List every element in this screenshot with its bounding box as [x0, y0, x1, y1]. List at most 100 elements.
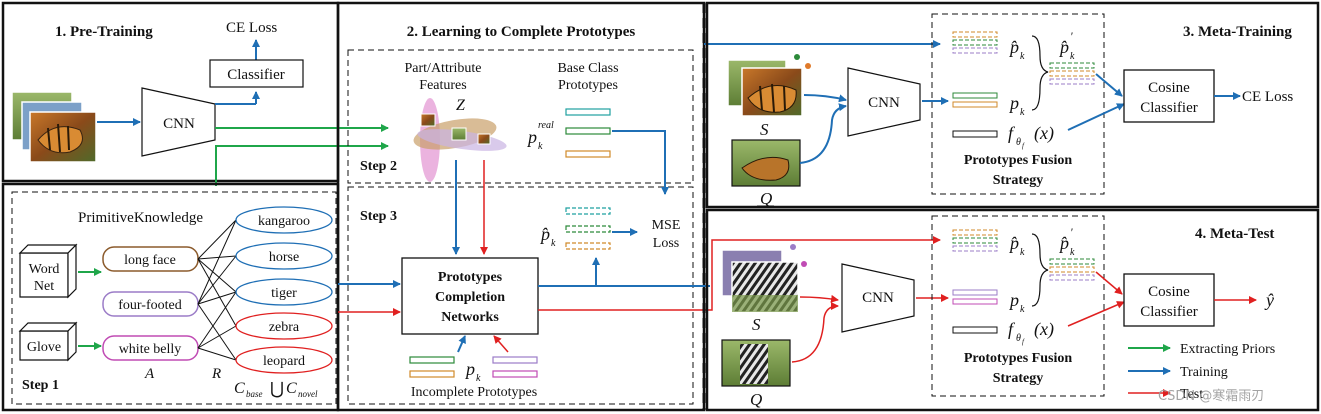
- mt-cosine-line2: Classifier: [1140, 100, 1198, 116]
- mtest-cosine-classifier: [1123, 273, 1215, 327]
- c-base: C: [234, 380, 245, 397]
- mt-phat-prime-mark: ': [1070, 29, 1073, 43]
- mtest-cosine-line1: Cosine: [1148, 284, 1190, 300]
- phat-label: p̂: [539, 224, 550, 244]
- symbol-R: R: [211, 366, 221, 382]
- watermark: CSDN @寒霜雨刃: [1158, 388, 1264, 404]
- part-attr-line2: Features: [419, 78, 466, 93]
- attribute-white-belly-label: white belly: [119, 342, 182, 357]
- class-horse-label: horse: [269, 250, 299, 265]
- mtest-cosine-line2: Classifier: [1140, 304, 1198, 320]
- primitive-knowledge-label: PrimitiveKnowledge: [78, 210, 203, 226]
- mt-ce-loss: CE Loss: [1242, 89, 1293, 105]
- pcn-line3: Networks: [441, 310, 499, 325]
- pcn-line2: Completion: [435, 290, 505, 305]
- mt-phat-sub: k: [1020, 51, 1025, 62]
- pretraining-classifier: [209, 59, 304, 88]
- pretraining-ce-loss: CE Loss: [226, 20, 277, 36]
- pretraining-classifier-label: Classifier: [227, 67, 285, 83]
- mt-cosine-line1: Cosine: [1148, 80, 1190, 96]
- relation-lines: [197, 219, 237, 361]
- mt-cosine-classifier: [1123, 69, 1215, 123]
- pk-incomplete: p: [464, 359, 475, 379]
- mt-pk: p: [1008, 93, 1019, 113]
- glove-box: [18, 321, 78, 362]
- mtest-fusion-line2: Strategy: [993, 371, 1044, 386]
- mtest-Q: Q: [750, 390, 762, 409]
- legend-label-priors: Extracting Priors: [1180, 342, 1275, 357]
- part-attr-line1: Part/Attribute: [405, 61, 482, 76]
- tiger-image-icon-query: [731, 139, 801, 187]
- class-tiger-label: tiger: [271, 286, 297, 301]
- mtest-cnn-label: CNN: [862, 290, 894, 306]
- class-kangaroo: [235, 206, 333, 234]
- legend: Extracting Priors Training Test: [1128, 342, 1275, 402]
- glove-label: Glove: [27, 340, 61, 355]
- meta-test-panel: [705, 208, 1320, 412]
- mtest-phat: p̂: [1008, 233, 1019, 253]
- attribute-long-face-label: long face: [124, 253, 176, 268]
- mt-phat-prime-sub: k: [1070, 51, 1075, 62]
- wordnet-line2: Net: [34, 279, 54, 294]
- mtest-pk-sub: k: [1020, 304, 1025, 315]
- p-real-sup: real: [538, 120, 554, 131]
- wordnet-box: [18, 243, 78, 299]
- class-leopard-label: leopard: [263, 354, 305, 369]
- mt-f-subsub: f: [1022, 142, 1025, 150]
- mt-phat: p̂: [1008, 37, 1019, 57]
- step3-label: Step 3: [360, 209, 397, 224]
- class-leopard: [235, 346, 333, 374]
- c-novel: C: [286, 380, 297, 397]
- mt-S: S: [760, 120, 769, 139]
- mtest-cnn: [841, 263, 915, 333]
- pcn-line1: Prototypes: [438, 270, 503, 285]
- mtest-phat-prime-sub: k: [1070, 247, 1075, 258]
- pretraining-cnn: [141, 87, 216, 157]
- attribute-four-footed-label: four-footed: [118, 298, 181, 313]
- class-zebra-label: zebra: [269, 320, 300, 335]
- base-proto-line2: Prototypes: [558, 78, 618, 93]
- learning-title: 2. Learning to Complete Prototypes: [407, 24, 636, 40]
- class-zebra: [235, 312, 333, 340]
- mse-line1: MSE: [652, 218, 681, 233]
- z-ellipse-icon: [413, 98, 507, 182]
- meta-test-title: 4. Meta-Test: [1195, 226, 1274, 242]
- pretraining-title: 1. Pre-Training: [55, 24, 153, 40]
- mtest-pk: p: [1008, 290, 1019, 310]
- mt-fusion-line1: Prototypes Fusion: [964, 153, 1072, 168]
- mtest-phat-prime: p̂: [1058, 233, 1069, 253]
- c-novel-sub: novel: [298, 389, 318, 399]
- c-base-sub: base: [246, 389, 263, 399]
- mt-pk-sub: k: [1020, 107, 1025, 118]
- mtest-f-sub: θ: [1016, 333, 1021, 344]
- mtest-phat-sub: k: [1020, 247, 1025, 258]
- tiger-image-icon-support: [727, 54, 811, 117]
- mt-cnn: [847, 67, 921, 137]
- meta-training-title: 3. Meta-Training: [1183, 24, 1292, 40]
- learning-panel: [336, 1, 706, 412]
- pretraining-cnn-label: CNN: [163, 116, 195, 132]
- union-symbol: ⋃: [270, 379, 284, 398]
- incomplete-label: Incomplete Prototypes: [411, 385, 537, 400]
- mt-f: f: [1008, 123, 1016, 143]
- mse-line2: Loss: [653, 236, 679, 251]
- z-symbol: Z: [456, 97, 466, 114]
- mt-f-sub: θ: [1016, 137, 1021, 148]
- p-real-base: p: [526, 127, 537, 147]
- tiger-image-icon: [11, 91, 97, 163]
- pcn-box: [401, 257, 539, 335]
- zebra-image-icon-support: [721, 244, 807, 313]
- symbol-A: A: [144, 366, 155, 382]
- step1-label: Step 1: [22, 378, 59, 393]
- pk-incomplete-sub: k: [476, 373, 481, 384]
- legend-label-test: Test: [1180, 387, 1203, 402]
- p-real-sub: k: [538, 141, 543, 152]
- step2-label: Step 2: [360, 159, 397, 174]
- class-horse: [235, 242, 333, 270]
- mtest-f: f: [1008, 319, 1016, 339]
- zebra-image-icon-query: [721, 339, 791, 387]
- mt-phat-prime: p̂: [1058, 37, 1069, 57]
- meta-training-panel: [705, 1, 1320, 209]
- mtest-f-subsub: f: [1022, 338, 1025, 346]
- mt-fusion-line2: Strategy: [993, 173, 1044, 188]
